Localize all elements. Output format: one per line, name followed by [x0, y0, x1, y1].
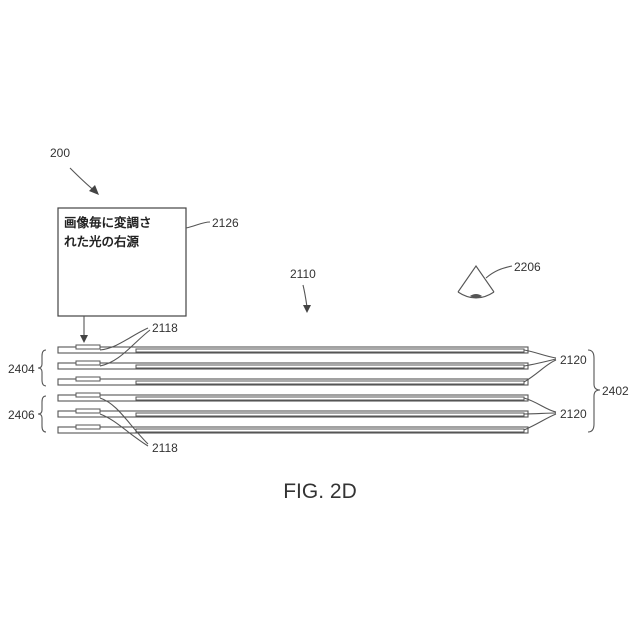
source-text-line1: 画像毎に変調さ [64, 215, 152, 230]
leader-2120-bottom-b [524, 413, 556, 414]
label-2402: 2402 [602, 384, 629, 398]
arrow-200-head [89, 185, 99, 195]
label-2110: 2110 [290, 267, 316, 281]
leader-2126 [186, 222, 210, 228]
outcoupling-element-1 [136, 349, 524, 352]
outcoupling-element-3 [136, 381, 524, 384]
incoupling-element-6 [76, 425, 100, 429]
waveguide-stack [58, 345, 528, 433]
leader-2118-bottom-a [100, 398, 148, 444]
outcoupling-element-2 [136, 365, 524, 368]
incoupling-element-4 [76, 393, 100, 397]
bracket-2404 [38, 350, 46, 386]
label-2118-bottom: 2118 [152, 441, 178, 455]
label-2404: 2404 [8, 362, 35, 376]
arrow-2110-head [303, 305, 311, 313]
incoupling-element-1 [76, 345, 100, 349]
label-2120-bottom: 2120 [560, 407, 587, 421]
leader-2206 [486, 266, 512, 278]
incoupling-element-3 [76, 377, 100, 381]
label-200: 200 [50, 146, 70, 160]
eye-icon [458, 266, 494, 298]
outcoupling-element-6 [136, 429, 524, 432]
source-arrow-head [80, 335, 88, 343]
incoupling-element-5 [76, 409, 100, 413]
label-2206: 2206 [514, 260, 541, 274]
leader-2120-bottom-a [524, 398, 556, 412]
label-2406: 2406 [8, 408, 35, 422]
label-2120-top: 2120 [560, 353, 587, 367]
source-text-line2: れた光の右源 [64, 234, 140, 249]
bracket-2406 [38, 396, 46, 432]
label-2126: 2126 [212, 216, 239, 230]
arrow-2110 [303, 285, 307, 307]
incoupling-element-2 [76, 361, 100, 365]
leader-2120-top-a [524, 350, 556, 358]
leader-2120-bottom-c [524, 414, 556, 430]
outcoupling-element-5 [136, 413, 524, 416]
outcoupling-element-4 [136, 397, 524, 400]
label-2118-top: 2118 [152, 321, 178, 335]
bracket-2402 [588, 350, 600, 432]
figure-caption: FIG. 2D [283, 480, 357, 503]
